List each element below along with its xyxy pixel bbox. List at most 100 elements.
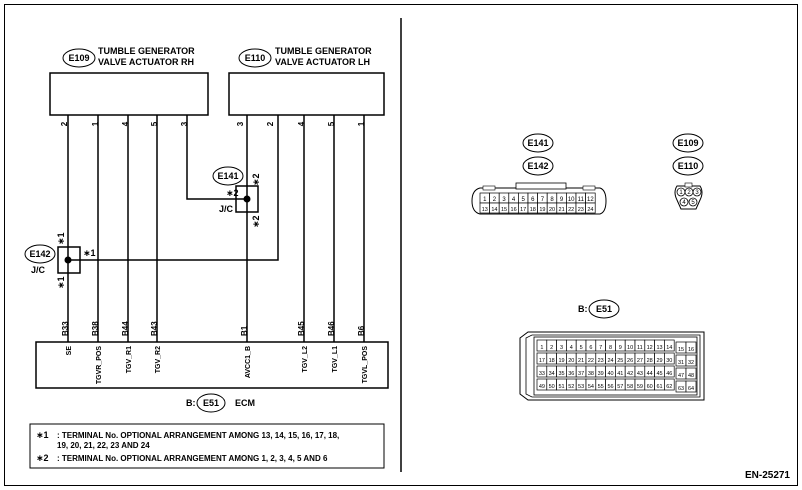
jc-e142-connector: E142 [29, 249, 50, 259]
ecm-pin-label: 49 [539, 384, 545, 390]
ecm-pin-label: 34 [549, 371, 555, 377]
ecm-pin-label: 56 [607, 384, 613, 390]
ecm-pin-cell [664, 352, 675, 365]
ecm-pin-label: 62 [666, 384, 672, 390]
jc-e142: E142 ∗1 ∗1 ∗1 J/C [24, 232, 96, 289]
note-1-text-cont: 19, 20, 21, 22, 23 AND 24 [57, 441, 150, 450]
ecm-pin-label: 44 [647, 371, 653, 377]
ecm-pin-label: 37 [578, 371, 584, 377]
ecm-pin-cell [664, 365, 675, 378]
ecm-signal: AVCC1_B [245, 346, 252, 378]
act-pin: 2 [687, 190, 691, 196]
ecm-side-pin-cell [685, 380, 697, 393]
note-1-text: : TERMINAL No. OPTIONAL ARRANGEMENT AMON… [57, 431, 339, 440]
ecm-pin-label: 18 [549, 358, 555, 364]
actuator-rh-title-line1: TUMBLE GENERATOR [98, 46, 195, 56]
ecm-side-pin-cell [685, 367, 697, 380]
ecm-signal: TGVL_POS [362, 346, 369, 384]
actuator-lh-connector: E110 [245, 53, 266, 63]
ecm-pin: B6 [357, 325, 366, 336]
actuator-lh-title-line2: VALVE ACTUATOR LH [275, 57, 370, 67]
ecm-pin-label: 33 [539, 371, 545, 377]
ecm-pin-label: 26 [627, 358, 633, 364]
jc-pin-label: 13 [482, 207, 488, 213]
ecm-pin-label: 14 [666, 345, 672, 351]
ecm-pin-label: 29 [656, 358, 662, 364]
jc-pin-label: 4 [512, 197, 516, 203]
ecm-pin-label: 53 [578, 384, 584, 390]
rh-pin: 1 [91, 121, 100, 126]
jc-pin-label: 23 [578, 207, 584, 213]
ecm-view-prefix: B: [578, 304, 588, 314]
rh-pin: 5 [150, 121, 159, 126]
jc-pin-label: 22 [568, 207, 574, 213]
ecm-pin-label: 6 [589, 345, 592, 351]
ecm-pin-label: 35 [558, 371, 564, 377]
act-pin: 1 [679, 190, 683, 196]
ecm-signal: TGV_L1 [332, 346, 339, 373]
jc-pin-cell [585, 202, 596, 214]
jc-pin-label: 3 [502, 197, 506, 203]
ecm-pin-label: 40 [607, 371, 613, 377]
ecm-pin-label: 43 [637, 371, 643, 377]
jc-pin-label: 1 [483, 197, 487, 203]
jc-e141-mark-left: ∗2 [226, 188, 239, 198]
ecm-pin-label: 11 [637, 345, 643, 351]
rh-pin: 2 [60, 121, 69, 126]
actuator-lh-title-line1: TUMBLE GENERATOR [275, 46, 372, 56]
actuator-rh: E109 TUMBLE GENERATOR VALVE ACTUATOR RH … [49, 46, 209, 126]
ecm-pin-label: 22 [588, 358, 594, 364]
ecm-pin-label: 28 [647, 358, 653, 364]
actuator-rh-title-line2: VALVE ACTUATOR RH [98, 57, 194, 67]
jc-e142-label: J/C [31, 265, 46, 275]
jc-view-connector-1: E141 [527, 138, 548, 148]
jc-e142-mark-right: ∗1 [83, 248, 96, 258]
ecm-side-pin-label: 48 [688, 373, 694, 379]
jc-pin-label: 14 [491, 207, 497, 213]
ecm-signal: SE [66, 346, 73, 356]
ecm-pin-label: 10 [627, 345, 633, 351]
ecm-prefix: B: [186, 398, 196, 408]
ecm-name: ECM [235, 398, 255, 408]
ecm-side-pin-label: 63 [678, 386, 684, 392]
ecm-pin-label: 58 [627, 384, 633, 390]
jc-pin-label: 10 [568, 197, 575, 203]
ecm-pin-label: 5 [580, 345, 583, 351]
ecm-pin-label: 21 [578, 358, 584, 364]
ecm-side-pin-label: 31 [678, 360, 684, 366]
jc-e141-mark-top: ∗2 [251, 173, 261, 186]
ecm-view-connector: E51 [596, 304, 612, 314]
ecm-pin-label: 46 [666, 371, 672, 377]
ecm-pin-label: 30 [666, 358, 672, 364]
jc-pin-label: 15 [501, 207, 507, 213]
jc-pin-label: 5 [522, 197, 526, 203]
jc-pin-label: 16 [511, 207, 517, 213]
ecm-pin: B44 [121, 321, 130, 336]
rh-pin: 4 [121, 121, 130, 126]
rh-pin: 3 [180, 121, 189, 126]
jc-pin-label: 6 [531, 197, 535, 203]
lh-pin: 4 [297, 121, 306, 126]
ecm-pin-label: 51 [558, 384, 564, 390]
note-1-mark: ∗1 [36, 430, 49, 440]
ecm-pin-label: 45 [656, 371, 662, 377]
ecm-pin-label: 59 [637, 384, 643, 390]
act-pin: 4 [682, 200, 686, 206]
ecm-pin-label: 61 [656, 384, 662, 390]
ecm-pin-label: 25 [617, 358, 623, 364]
ecm-connector: E51 [203, 398, 219, 408]
ecm-pin-label: 57 [617, 384, 623, 390]
ecm-signal: TGV_L2 [302, 346, 309, 373]
jc-pin-label: 9 [560, 197, 564, 203]
ecm-pin-label: 36 [568, 371, 574, 377]
ecm-pin: B33 [61, 321, 70, 336]
jc-pin-label: 7 [541, 197, 545, 203]
ecm-pin-label: 27 [637, 358, 643, 364]
jc-view-connector-2: E142 [527, 161, 548, 171]
lh-pin: 5 [327, 121, 336, 126]
